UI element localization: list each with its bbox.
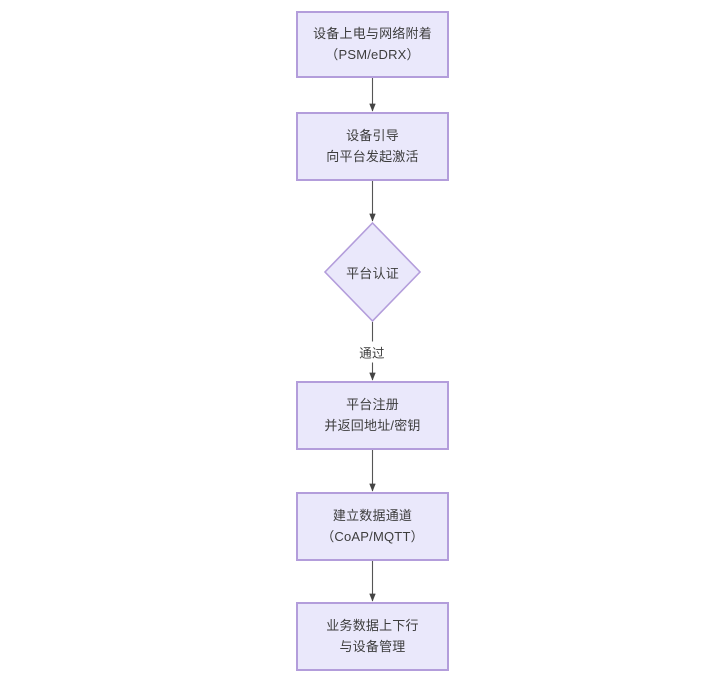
node-bootstrap[interactable]: 设备引导 向平台发起激活: [296, 112, 449, 181]
node-power-on-line2: （PSM/eDRX）: [325, 46, 420, 62]
node-platform-register-line1: 平台注册: [346, 397, 399, 413]
node-power-on[interactable]: 设备上电与网络附着 （PSM/eDRX）: [296, 11, 449, 78]
node-platform-register-line2: 并返回地址/密钥: [324, 417, 421, 433]
node-service-data-line2: 与设备管理: [339, 638, 406, 654]
node-platform-auth-label: 平台认证: [346, 265, 399, 281]
node-power-on-line1: 设备上电与网络附着: [313, 26, 432, 42]
node-bootstrap-line1: 设备引导: [346, 128, 399, 144]
diamond-shape: [324, 222, 421, 322]
edge-label-pass: 通过: [356, 341, 388, 363]
node-service-data-line1: 业务数据上下行: [326, 618, 419, 634]
node-data-channel[interactable]: 建立数据通道 （CoAP/MQTT）: [296, 492, 449, 561]
node-bootstrap-line2: 向平台发起激活: [326, 148, 419, 164]
node-data-channel-line1: 建立数据通道: [332, 508, 413, 524]
node-service-data[interactable]: 业务数据上下行 与设备管理: [296, 602, 449, 671]
node-platform-auth[interactable]: 平台认证: [324, 222, 421, 322]
node-data-channel-line2: （CoAP/MQTT）: [321, 528, 424, 544]
node-platform-register[interactable]: 平台注册 并返回地址/密钥: [296, 381, 449, 450]
